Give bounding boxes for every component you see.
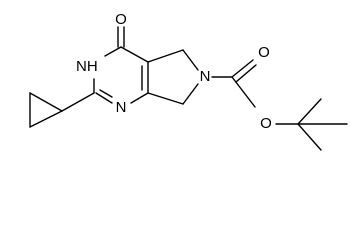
chemical-structure: O NH N N O O: [29, 11, 348, 151]
bond-c7a-n1: [130, 92, 149, 104]
atom-label-o-ketone: O: [115, 11, 127, 28]
bond-n3-c4: [104, 46, 122, 57]
bond-cp1-cp3: [29, 110, 63, 128]
pyrrolidine-ring: [147, 49, 199, 105]
bond-n1-c2-inner: [99, 89, 113, 98]
bond-n6-c7: [182, 83, 199, 105]
atom-label-o-ester: O: [260, 115, 272, 132]
bond-c2-cp1: [61, 92, 95, 112]
bond-ccarbonyl-o-double: [235, 64, 257, 83]
cyclopropyl-group: [29, 92, 95, 128]
bond-c4a-c5: [147, 49, 184, 63]
bond-ccarbonyl-oester: [231, 76, 256, 108]
atom-labels: O NH N N O O: [76, 11, 272, 132]
bond-cp1-cp2: [29, 92, 63, 112]
bond-n1-c2: [95, 92, 113, 104]
atom-label-n1: N: [116, 99, 127, 116]
boc-group: [211, 59, 348, 151]
bond-ccarbonyl-o: [231, 59, 254, 78]
bond-c7-c7a: [147, 92, 184, 105]
atom-label-n6: N: [200, 68, 211, 85]
bond-cquat-me3: [297, 123, 322, 151]
bond-cquat-me1: [297, 98, 322, 125]
atom-label-nh: NH: [76, 58, 98, 75]
carbonyl-group: [117, 26, 125, 48]
bond-c4-c4a: [120, 46, 149, 63]
pyrimidinone-ring: [93, 46, 149, 104]
bond-c5-n6: [182, 49, 199, 71]
atom-label-o-carbonyl: O: [258, 44, 270, 61]
